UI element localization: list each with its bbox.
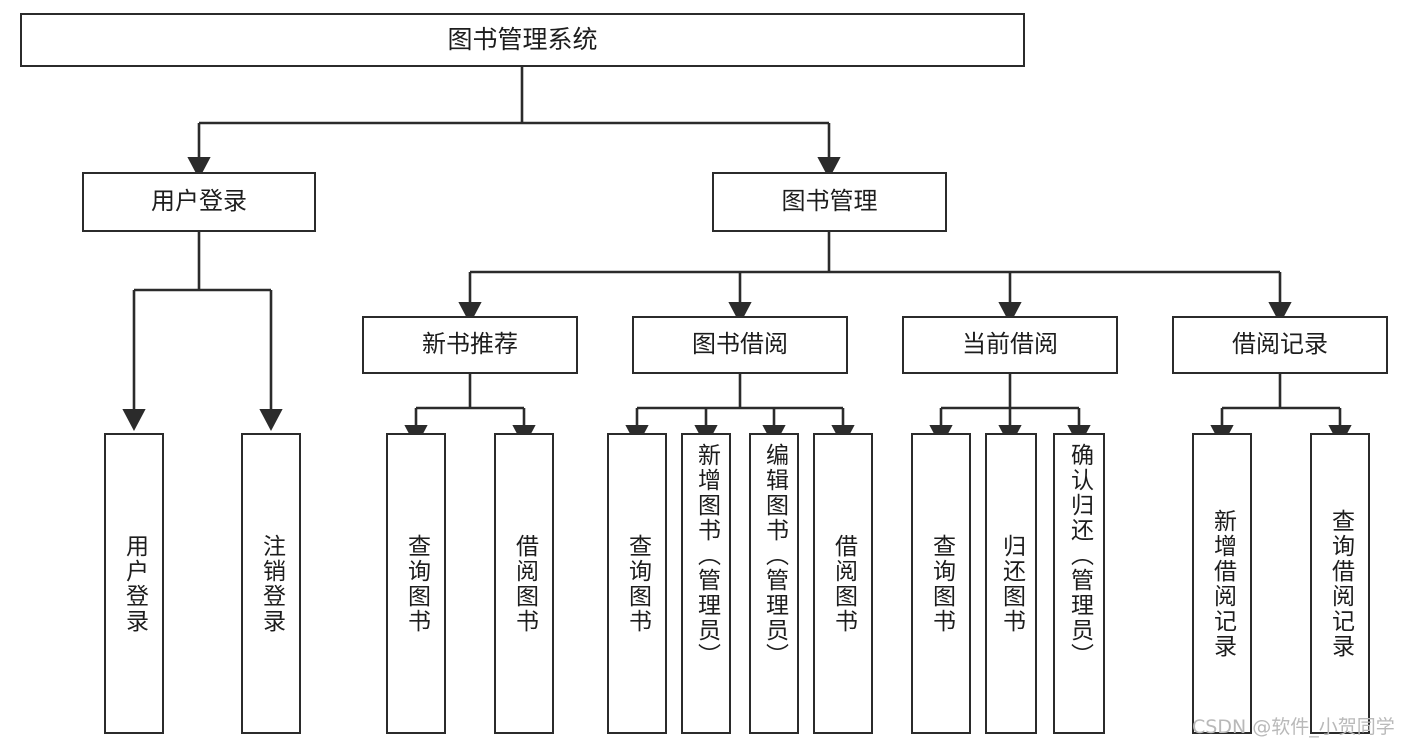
node-leaf-logout-login[interactable]: 注销登录 xyxy=(241,433,301,734)
node-new-book-recommend[interactable]: 新书推荐 xyxy=(362,316,578,374)
node-label: 图书管理 xyxy=(781,187,878,216)
node-book-management[interactable]: 图书管理 xyxy=(712,172,947,232)
node-label: 新书推荐 xyxy=(422,330,518,359)
node-label: 借阅记录 xyxy=(1232,330,1328,359)
node-label: 注销登录 xyxy=(258,533,285,634)
node-leaf-user-login[interactable]: 用户登录 xyxy=(104,433,164,734)
node-label: 当前借阅 xyxy=(962,330,1058,359)
node-leaf-edit-book-admin[interactable]: 编辑图书（管理员） xyxy=(749,433,799,734)
node-label: 归还图书 xyxy=(998,533,1025,634)
node-root-book-management-system[interactable]: 图书管理系统 xyxy=(20,13,1025,67)
node-label: 图书借阅 xyxy=(692,330,788,359)
node-book-borrow[interactable]: 图书借阅 xyxy=(632,316,848,374)
node-label: 查询借阅记录 xyxy=(1327,508,1354,659)
node-leaf-query-book-current[interactable]: 查询图书 xyxy=(911,433,971,734)
node-leaf-add-borrow-record[interactable]: 新增借阅记录 xyxy=(1192,433,1252,734)
node-label: 图书管理系统 xyxy=(447,24,598,54)
node-label: 新增图书（管理员） xyxy=(693,443,720,668)
node-label: 编辑图书（管理员） xyxy=(761,443,788,668)
node-current-borrow[interactable]: 当前借阅 xyxy=(902,316,1118,374)
node-label: 确认归还（管理员） xyxy=(1066,443,1093,668)
node-borrow-record[interactable]: 借阅记录 xyxy=(1172,316,1388,374)
node-leaf-borrow-book-borrow[interactable]: 借阅图书 xyxy=(813,433,873,734)
node-label: 用户登录 xyxy=(121,533,148,634)
node-leaf-return-book[interactable]: 归还图书 xyxy=(985,433,1037,734)
node-label: 查询图书 xyxy=(403,533,430,634)
node-label: 新增借阅记录 xyxy=(1209,508,1236,659)
node-leaf-query-book-borrow[interactable]: 查询图书 xyxy=(607,433,667,734)
node-leaf-borrow-book-recommend[interactable]: 借阅图书 xyxy=(494,433,554,734)
node-label: 查询图书 xyxy=(928,533,955,634)
csdn-watermark: CSDN @软件_小贺同学 xyxy=(1192,716,1395,738)
node-leaf-confirm-return-admin[interactable]: 确认归还（管理员） xyxy=(1053,433,1105,734)
node-leaf-query-book-recommend[interactable]: 查询图书 xyxy=(386,433,446,734)
node-leaf-query-borrow-record[interactable]: 查询借阅记录 xyxy=(1310,433,1370,734)
node-leaf-add-book-admin[interactable]: 新增图书（管理员） xyxy=(681,433,731,734)
node-label: 借阅图书 xyxy=(830,533,857,634)
node-user-login[interactable]: 用户登录 xyxy=(82,172,316,232)
node-label: 用户登录 xyxy=(151,187,247,216)
node-label: 查询图书 xyxy=(624,533,651,634)
node-label: 借阅图书 xyxy=(511,533,538,634)
